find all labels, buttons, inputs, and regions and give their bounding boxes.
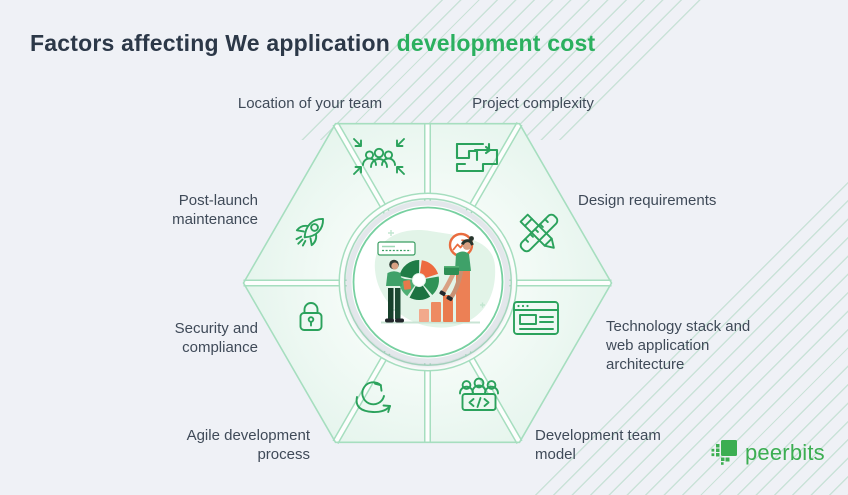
factor-label-tech-stack: Technology stack and web application arc… bbox=[606, 318, 751, 373]
people-gather-icon bbox=[353, 138, 405, 175]
title-highlight: development cost bbox=[396, 30, 596, 56]
page-title: Factors affecting We application develop… bbox=[30, 30, 595, 57]
factor-label-complexity: Project complexity bbox=[472, 95, 594, 112]
rocket-icon bbox=[295, 218, 324, 247]
agile-loop-icon bbox=[355, 381, 391, 413]
factor-label-design: Design requirements bbox=[578, 192, 717, 209]
widget-card bbox=[377, 241, 416, 256]
donut-chart bbox=[399, 259, 439, 300]
peerbits-logo-text: peerbits bbox=[745, 440, 825, 465]
person-seated bbox=[439, 236, 474, 302]
factor-label-agile: Agile development process bbox=[186, 427, 310, 463]
center-illustration bbox=[374, 221, 496, 328]
ruler-pencil-icon bbox=[519, 213, 559, 253]
peerbits-logo: peerbits bbox=[711, 439, 825, 466]
factor-label-maintenance: Post-launch maintenance bbox=[172, 192, 258, 228]
padlock-icon bbox=[299, 302, 323, 331]
factor-label-location: Location of your team bbox=[237, 95, 383, 112]
segment-icons bbox=[295, 138, 559, 413]
maze-icon bbox=[455, 142, 499, 173]
factor-label-security: Security and compliance bbox=[174, 320, 258, 356]
team-code-icon bbox=[459, 377, 499, 411]
browser-window-icon bbox=[513, 301, 559, 335]
factor-label-team-model: Development team model bbox=[535, 427, 661, 463]
peerbits-logo-mark bbox=[711, 440, 737, 465]
title-prefix: Factors affecting We application bbox=[30, 30, 397, 56]
person-standing bbox=[385, 259, 412, 323]
